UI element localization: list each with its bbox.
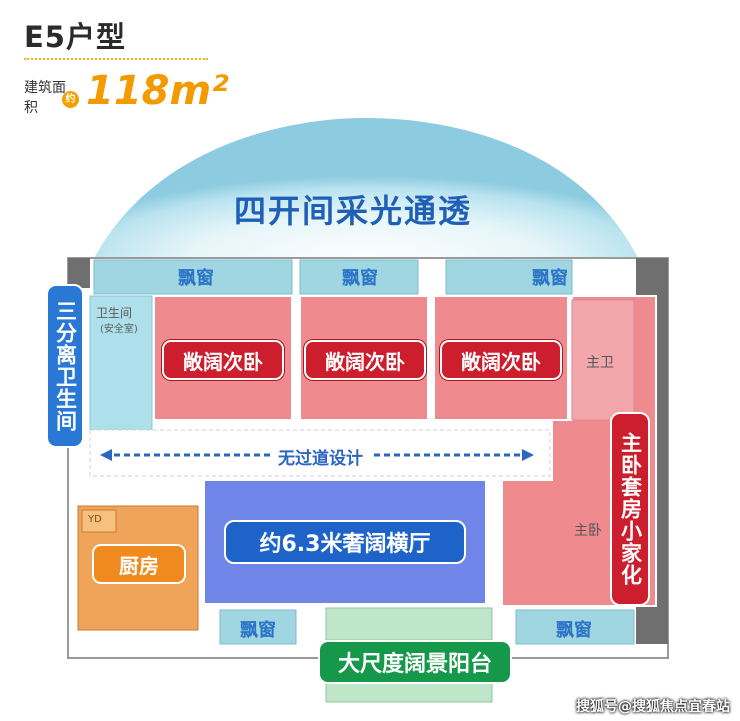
kitchen-yd bbox=[81, 509, 117, 533]
living-room-tag: 约6.3米奢阔横厅 bbox=[224, 520, 466, 564]
bay-window-4 bbox=[219, 609, 297, 645]
bedroom-tag-1: 敞阔次卧 bbox=[162, 340, 284, 380]
corridor-caption: 无过道设计 bbox=[270, 444, 371, 469]
dome-caption: 四开间采光通透 bbox=[234, 192, 473, 230]
kitchen-tag: 厨房 bbox=[92, 544, 186, 584]
bay-window-2 bbox=[299, 259, 419, 295]
bay-window-label-4: 飘窗 bbox=[240, 620, 276, 641]
kitchen-yd-label: YD bbox=[88, 514, 102, 525]
light-dome bbox=[92, 118, 640, 262]
wall-column-left bbox=[68, 258, 90, 288]
watermark: 搜狐号@搜狐焦点宜春站 bbox=[576, 699, 730, 715]
bedroom-tag-2: 敞阔次卧 bbox=[304, 340, 426, 380]
bathroom-area bbox=[89, 295, 153, 435]
master-bath-label: 主卫 bbox=[586, 355, 614, 371]
approx-badge: 约 bbox=[62, 91, 79, 108]
master-bath bbox=[571, 299, 635, 421]
master-suite-tag: 主卧套房小家化 bbox=[610, 412, 650, 606]
bay-window-label-2: 飘窗 bbox=[342, 268, 378, 289]
master-bed-label: 主卧 bbox=[574, 523, 602, 539]
bay-window-3 bbox=[445, 259, 573, 295]
bay-window-1 bbox=[93, 259, 293, 295]
bay-window-label-3: 飘窗 bbox=[532, 268, 568, 289]
bathroom-room-note: (安全室) bbox=[100, 324, 138, 335]
title-divider bbox=[24, 58, 208, 60]
area-value: 118m² bbox=[86, 68, 229, 114]
balcony-tag: 大尺度阔景阳台 bbox=[318, 640, 512, 684]
bay-window-5 bbox=[515, 609, 635, 645]
area-label: 建筑面积 bbox=[24, 80, 66, 116]
plan-title: E5户型 bbox=[24, 20, 126, 54]
bathroom-room-label: 卫生间 bbox=[96, 306, 133, 320]
bedroom-tag-3: 敞阔次卧 bbox=[440, 340, 562, 380]
bay-window-label-1: 飘窗 bbox=[178, 268, 214, 289]
bathroom-tag: 三分离卫生间 bbox=[46, 284, 84, 448]
bay-window-label-5: 飘窗 bbox=[556, 620, 592, 641]
